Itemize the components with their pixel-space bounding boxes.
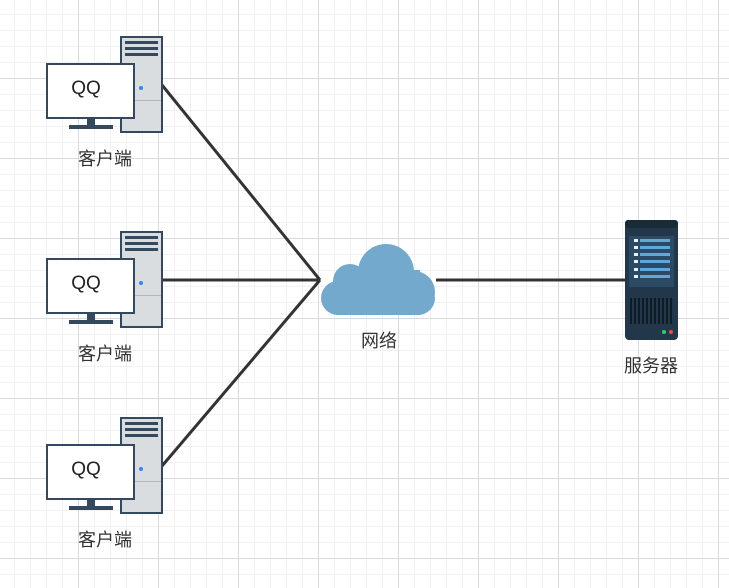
server-node[interactable]: 服务器 (624, 220, 678, 377)
client-node-2[interactable]: QQ 客户端 (46, 231, 163, 365)
client-screen-text: QQ (71, 459, 101, 480)
desktop-computer-icon (46, 231, 163, 328)
client-label: 客户端 (78, 149, 132, 170)
desktop-computer-icon (46, 36, 163, 133)
network-node[interactable]: 网络 (321, 244, 435, 352)
client-screen-text: QQ (71, 78, 101, 99)
connection-client-1-network (160, 84, 322, 281)
cloud-icon (321, 244, 435, 315)
client-node-3[interactable]: QQ 客户端 (46, 417, 163, 551)
desktop-computer-icon (46, 417, 163, 514)
network-label: 网络 (361, 331, 397, 352)
connection-client-3-network (160, 279, 322, 467)
server-label: 服务器 (624, 356, 678, 377)
connections (160, 84, 626, 467)
client-screen-text: QQ (71, 273, 101, 294)
client-label: 客户端 (78, 530, 132, 551)
client-node-1[interactable]: QQ 客户端 (46, 36, 163, 170)
server-rack-icon (625, 220, 678, 340)
client-label: 客户端 (78, 344, 132, 365)
